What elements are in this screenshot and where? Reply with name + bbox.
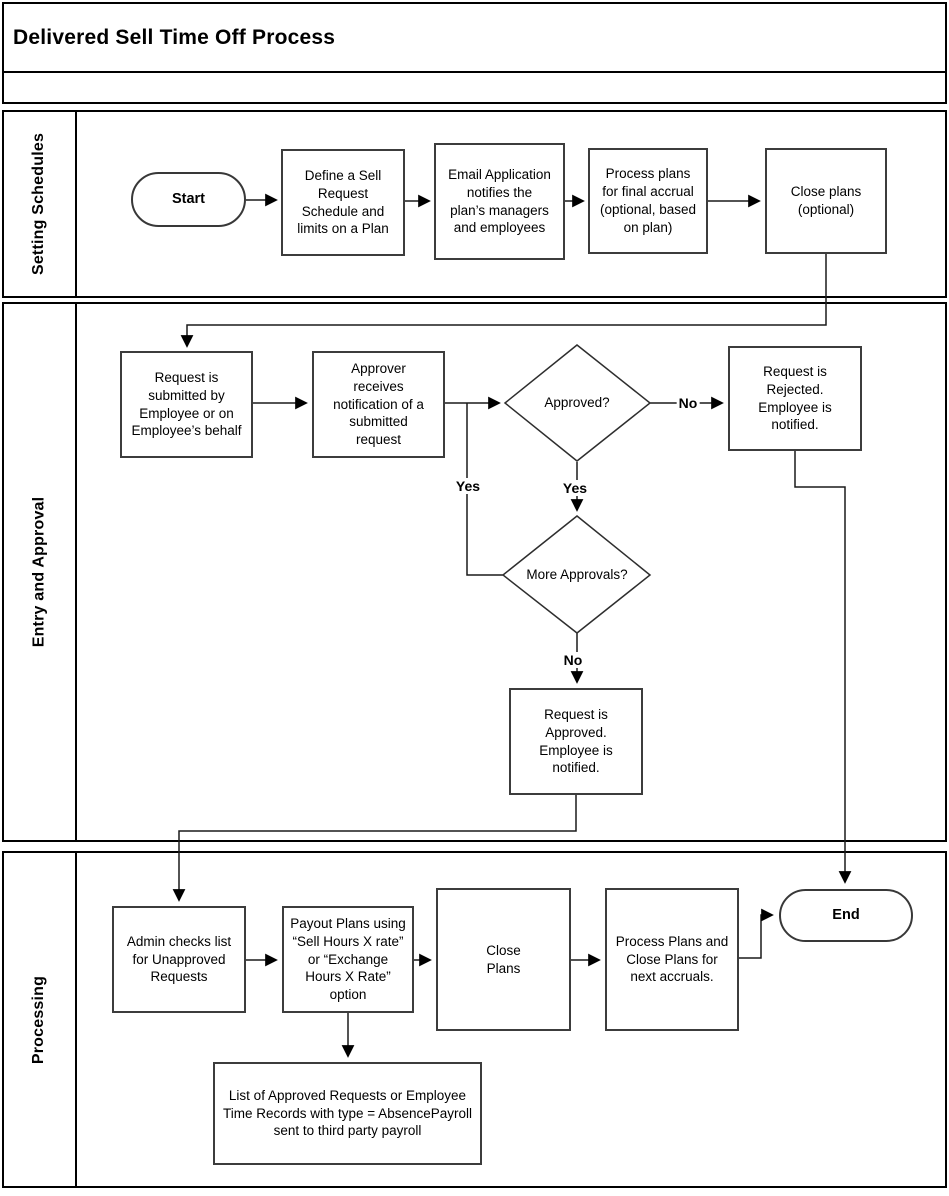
node-process-final-accrual: Process plans for final accrual (optiona… [588,148,708,254]
lane-label-processing: Processing [30,975,48,1064]
decision-more-approvals: More Approvals? [526,567,628,583]
page-title: Delivered Sell Time Off Process [13,25,336,49]
node-admin-checks-list: Admin checks list for Unapproved Request… [112,906,246,1013]
node-define-schedule: Define a Sell Request Schedule and limit… [281,149,405,256]
title-row: Delivered Sell Time Off Process [4,4,945,73]
lane-label-cell: Processing [4,853,77,1186]
edge-label-approved-yes: Yes [560,480,590,496]
node-approver-receives: Approver receives notification of a subm… [312,351,445,458]
node-email-application: Email Application notifies the plan’s ma… [434,143,565,260]
lane-label-cell: Entry and Approval [4,304,77,840]
node-request-rejected: Request is Rejected. Employee is notifie… [728,346,862,451]
lane-label-cell: Setting Schedules [4,112,77,296]
node-close-plans: Close Plans [436,888,571,1031]
node-request-approved: Request is Approved. Employee is notifie… [509,688,643,795]
node-close-plans-optional: Close plans (optional) [765,148,887,254]
node-start: Start [131,172,246,227]
node-process-next-accruals: Process Plans and Close Plans for next a… [605,888,739,1031]
node-list-to-payroll: List of Approved Requests or Employee Ti… [213,1062,482,1165]
node-payout-plans: Payout Plans using “Sell Hours X rate” o… [282,906,414,1013]
decision-approved: Approved? [544,395,610,411]
lane-label-entry-and-approval: Entry and Approval [30,496,48,648]
header-table: Delivered Sell Time Off Process [2,2,947,104]
edge-label-more-approvals-no: No [561,652,585,668]
edge-label-more-approvals-yes: Yes [453,478,483,494]
lane-label-setting-schedules: Setting Schedules [30,132,48,276]
node-end: End [779,889,913,942]
node-request-submitted: Request is submitted by Employee or on E… [120,351,253,458]
edge-label-approved-no: No [676,395,700,411]
